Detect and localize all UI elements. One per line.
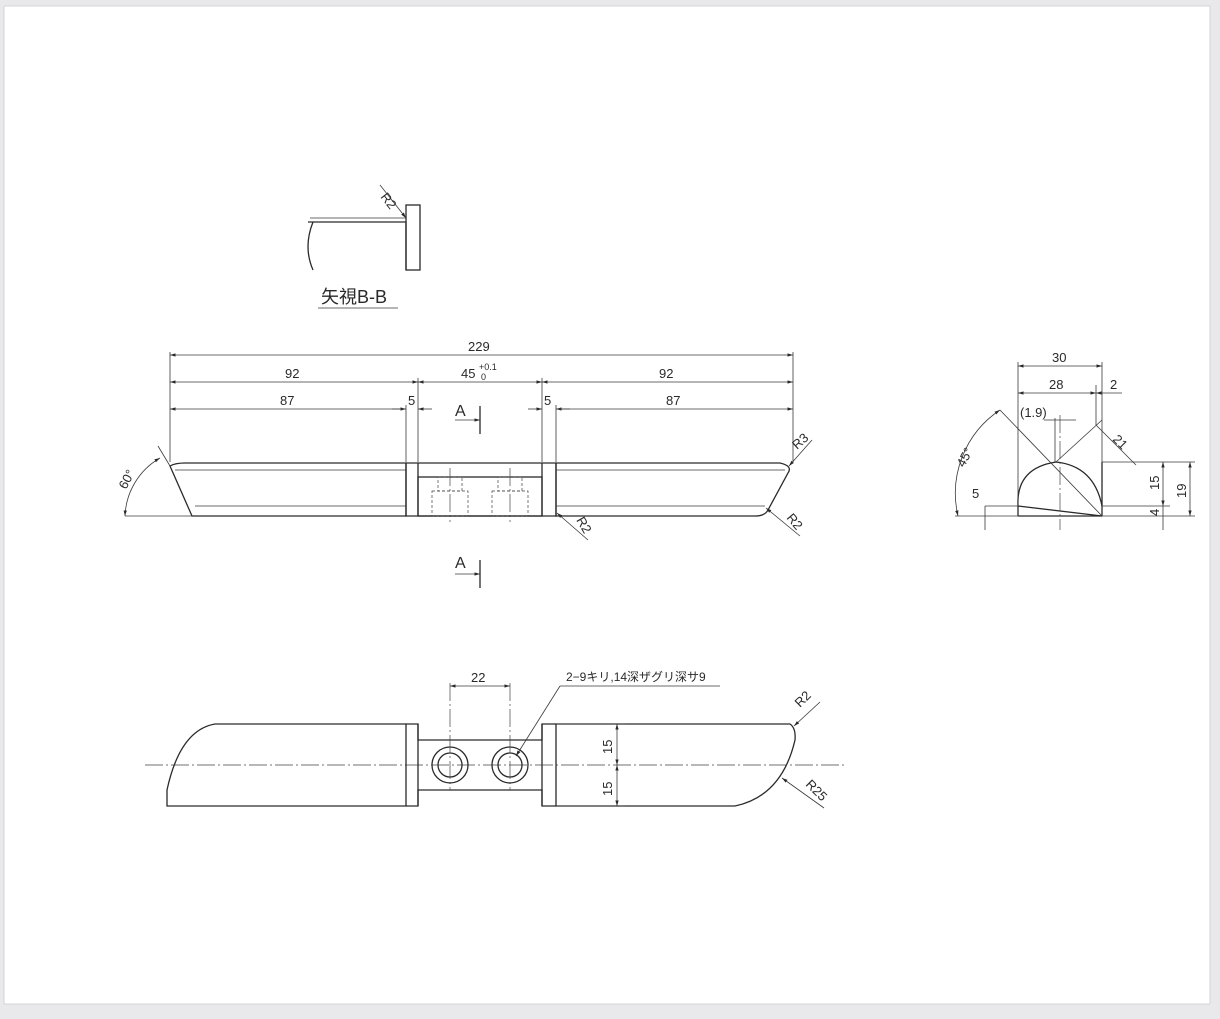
plan-hole-note: 2−9キリ,14深ザグリ深サ9 <box>566 670 706 684</box>
side-width-30: 30 <box>1052 350 1066 365</box>
front-view: 229 92 45 +0.1 0 92 87 87 5 5 60° R3 R2 … <box>115 339 813 588</box>
dim-center-length: 45 <box>461 366 475 381</box>
side-height-5: 5 <box>972 486 979 501</box>
radius-r2-center: R2 <box>573 514 594 536</box>
dim-overall: 229 <box>468 339 490 354</box>
dim-gap-left: 5 <box>408 393 415 408</box>
view-bb-label: 矢視B-B <box>321 287 387 307</box>
side-height-4: 4 <box>1147 509 1162 516</box>
dim-left-inner: 87 <box>280 393 294 408</box>
dim-center-tol-upper: +0.1 <box>479 362 497 372</box>
side-height-19: 19 <box>1174 484 1189 498</box>
dim-gap-right: 5 <box>544 393 551 408</box>
plan-half-lower: 15 <box>600 782 615 796</box>
dim-center-tol-lower: 0 <box>481 372 486 382</box>
paper <box>3 5 1211 1005</box>
side-width-28: 28 <box>1049 377 1063 392</box>
dim-left-length: 92 <box>285 366 299 381</box>
side-dim-1-9: (1.9) <box>1020 405 1047 420</box>
side-width-2: 2 <box>1110 377 1117 392</box>
section-a-bottom: A <box>455 555 466 572</box>
plan-pitch-22: 22 <box>471 670 485 685</box>
dim-right-inner: 87 <box>666 393 680 408</box>
section-a-top: A <box>455 403 466 420</box>
side-height-15: 15 <box>1147 476 1162 490</box>
dim-right-length: 92 <box>659 366 673 381</box>
plan-half-upper: 15 <box>600 740 615 754</box>
